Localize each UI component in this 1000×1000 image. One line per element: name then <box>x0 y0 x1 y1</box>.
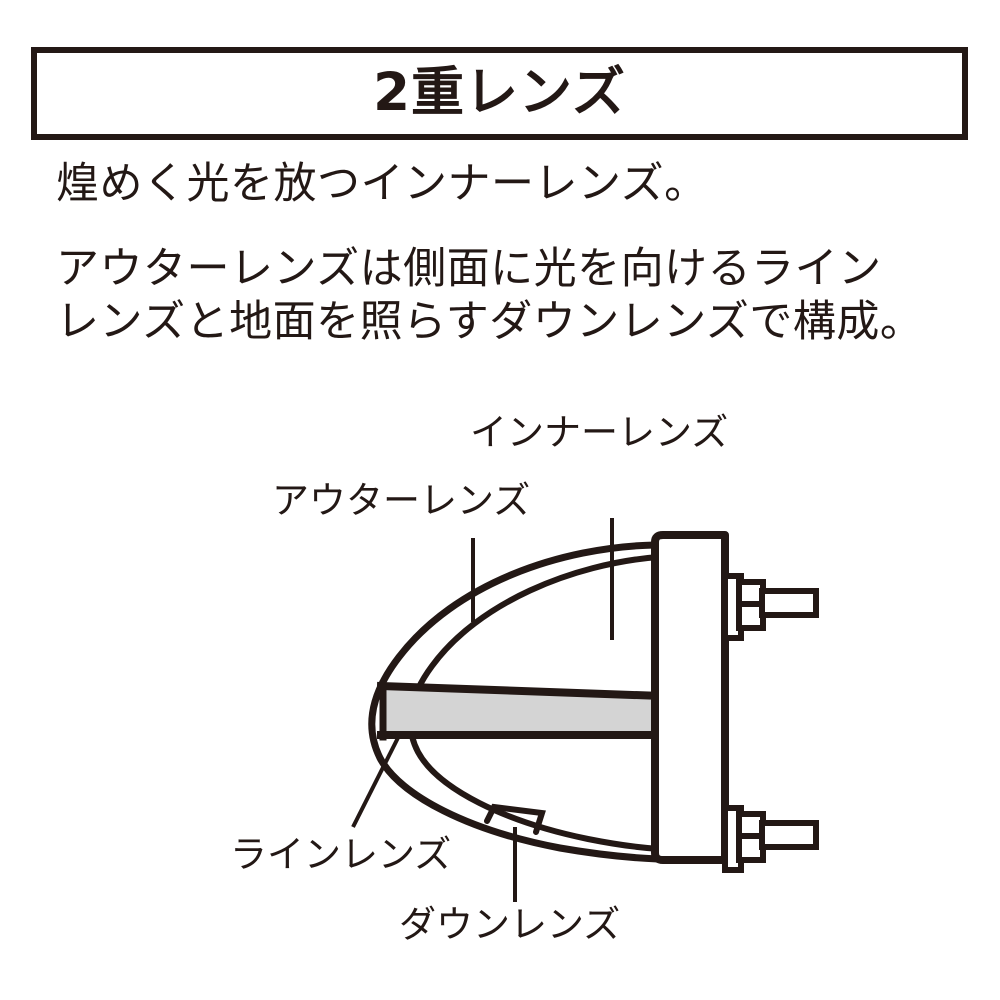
callout-label-outer-lens: アウターレンズ <box>272 479 531 522</box>
description-line-1: 煌めく光を放つインナーレンズ。 <box>56 159 708 209</box>
lens-diagram <box>0 390 1000 990</box>
outer-lens-shell <box>368 541 662 863</box>
description-text: 煌めく光を放つインナーレンズ。 アウターレンズは側面に光を向けるライン レンズと… <box>56 163 976 344</box>
inner-lens-shell <box>407 554 663 852</box>
mount-bolt-top <box>722 573 819 641</box>
description-line-2: アウターレンズは側面に光を向けるライン <box>56 244 882 294</box>
title-box: 2重レンズ <box>31 47 968 140</box>
callout-label-inner-lens: インナーレンズ <box>470 411 729 454</box>
description-line-3: レンズと地面を照らすダウンレンズで構成。 <box>56 297 924 347</box>
callout-label-down-lens: ダウンレンズ <box>399 903 621 946</box>
line-lens <box>376 680 667 741</box>
callout-label-line-lens: ラインレンズ <box>230 833 452 876</box>
page-title: 2重レンズ <box>373 62 626 123</box>
down-lens <box>484 803 546 835</box>
mount-bolt-bottom <box>722 805 819 873</box>
housing-body <box>651 531 729 864</box>
